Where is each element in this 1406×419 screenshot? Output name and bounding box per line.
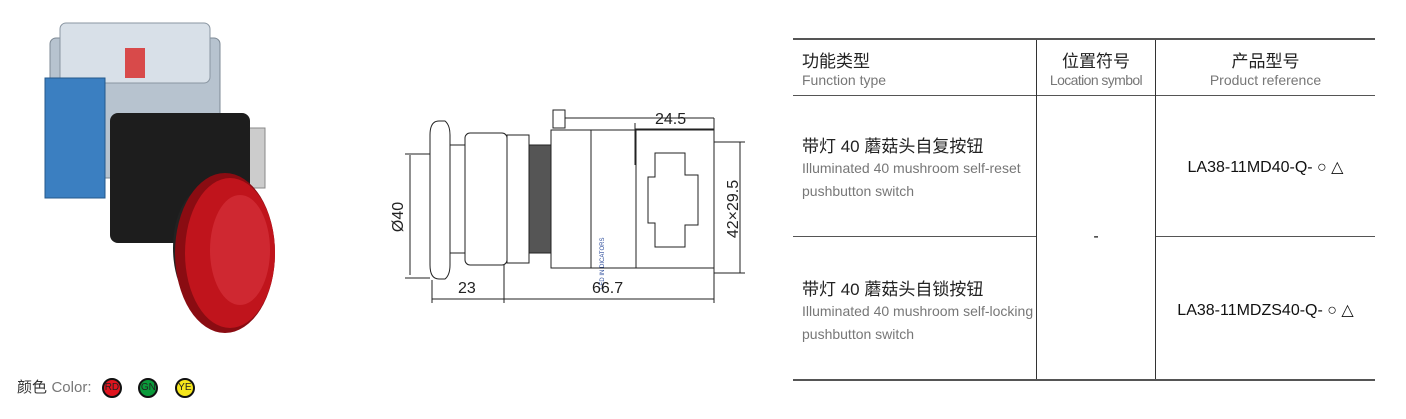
function-en: Illuminated 40 mushroom self-reset pushb… (802, 160, 1021, 199)
header-zh: 位置符号 (1062, 52, 1130, 71)
dim-bottom-left: 23 (458, 280, 476, 297)
header-zh: 产品型号 (1231, 52, 1300, 71)
header-product-reference: 产品型号 Product reference (1156, 47, 1375, 88)
color-label-en: Color: (51, 379, 92, 396)
dim-top: 24.5 (655, 111, 687, 128)
location-symbol: - (1093, 228, 1099, 245)
dim-left: Ø40 (390, 201, 408, 233)
table-row: 带灯 40 蘑菇头自锁按钮 Illuminated 40 mushroom se… (802, 275, 1034, 346)
header-function-type: 功能类型 Function type (802, 47, 886, 88)
color-swatch-yellow: YE (174, 377, 195, 398)
dimension-drawing: LED IN DICATORS (405, 109, 745, 303)
header-en: Location symbol (1049, 72, 1143, 88)
color-label-zh: 颜色 (17, 379, 48, 396)
color-legend: 颜色 Color: RD GN YE (17, 376, 195, 398)
dim-right: 42×29.5 (725, 179, 743, 239)
function-en: Illuminated 40 mushroom self-locking pus… (802, 303, 1034, 342)
header-location-symbol: 位置符号 Location symbol (1037, 47, 1155, 88)
function-zh: 带灯 40 蘑菇头自锁按钮 (802, 280, 984, 299)
product-reference: LA38-11MDZS40-Q- ○ △ (1177, 302, 1354, 319)
header-zh: 功能类型 (802, 52, 870, 71)
product-reference: LA38-11MD40-Q- ○ △ (1187, 159, 1344, 176)
header-en: Function type (802, 72, 887, 88)
body-label: LED IN DICATORS (600, 238, 606, 289)
color-swatch-green: GN (138, 377, 159, 398)
table-row: 带灯 40 蘑菇头自复按钮 Illuminated 40 mushroom se… (802, 132, 1034, 203)
color-swatch-red: RD (101, 377, 122, 398)
product-photo (44, 22, 275, 333)
function-zh: 带灯 40 蘑菇头自复按钮 (802, 137, 984, 156)
dim-bottom-right: 66.7 (592, 280, 624, 297)
header-en: Product reference (1209, 72, 1322, 88)
